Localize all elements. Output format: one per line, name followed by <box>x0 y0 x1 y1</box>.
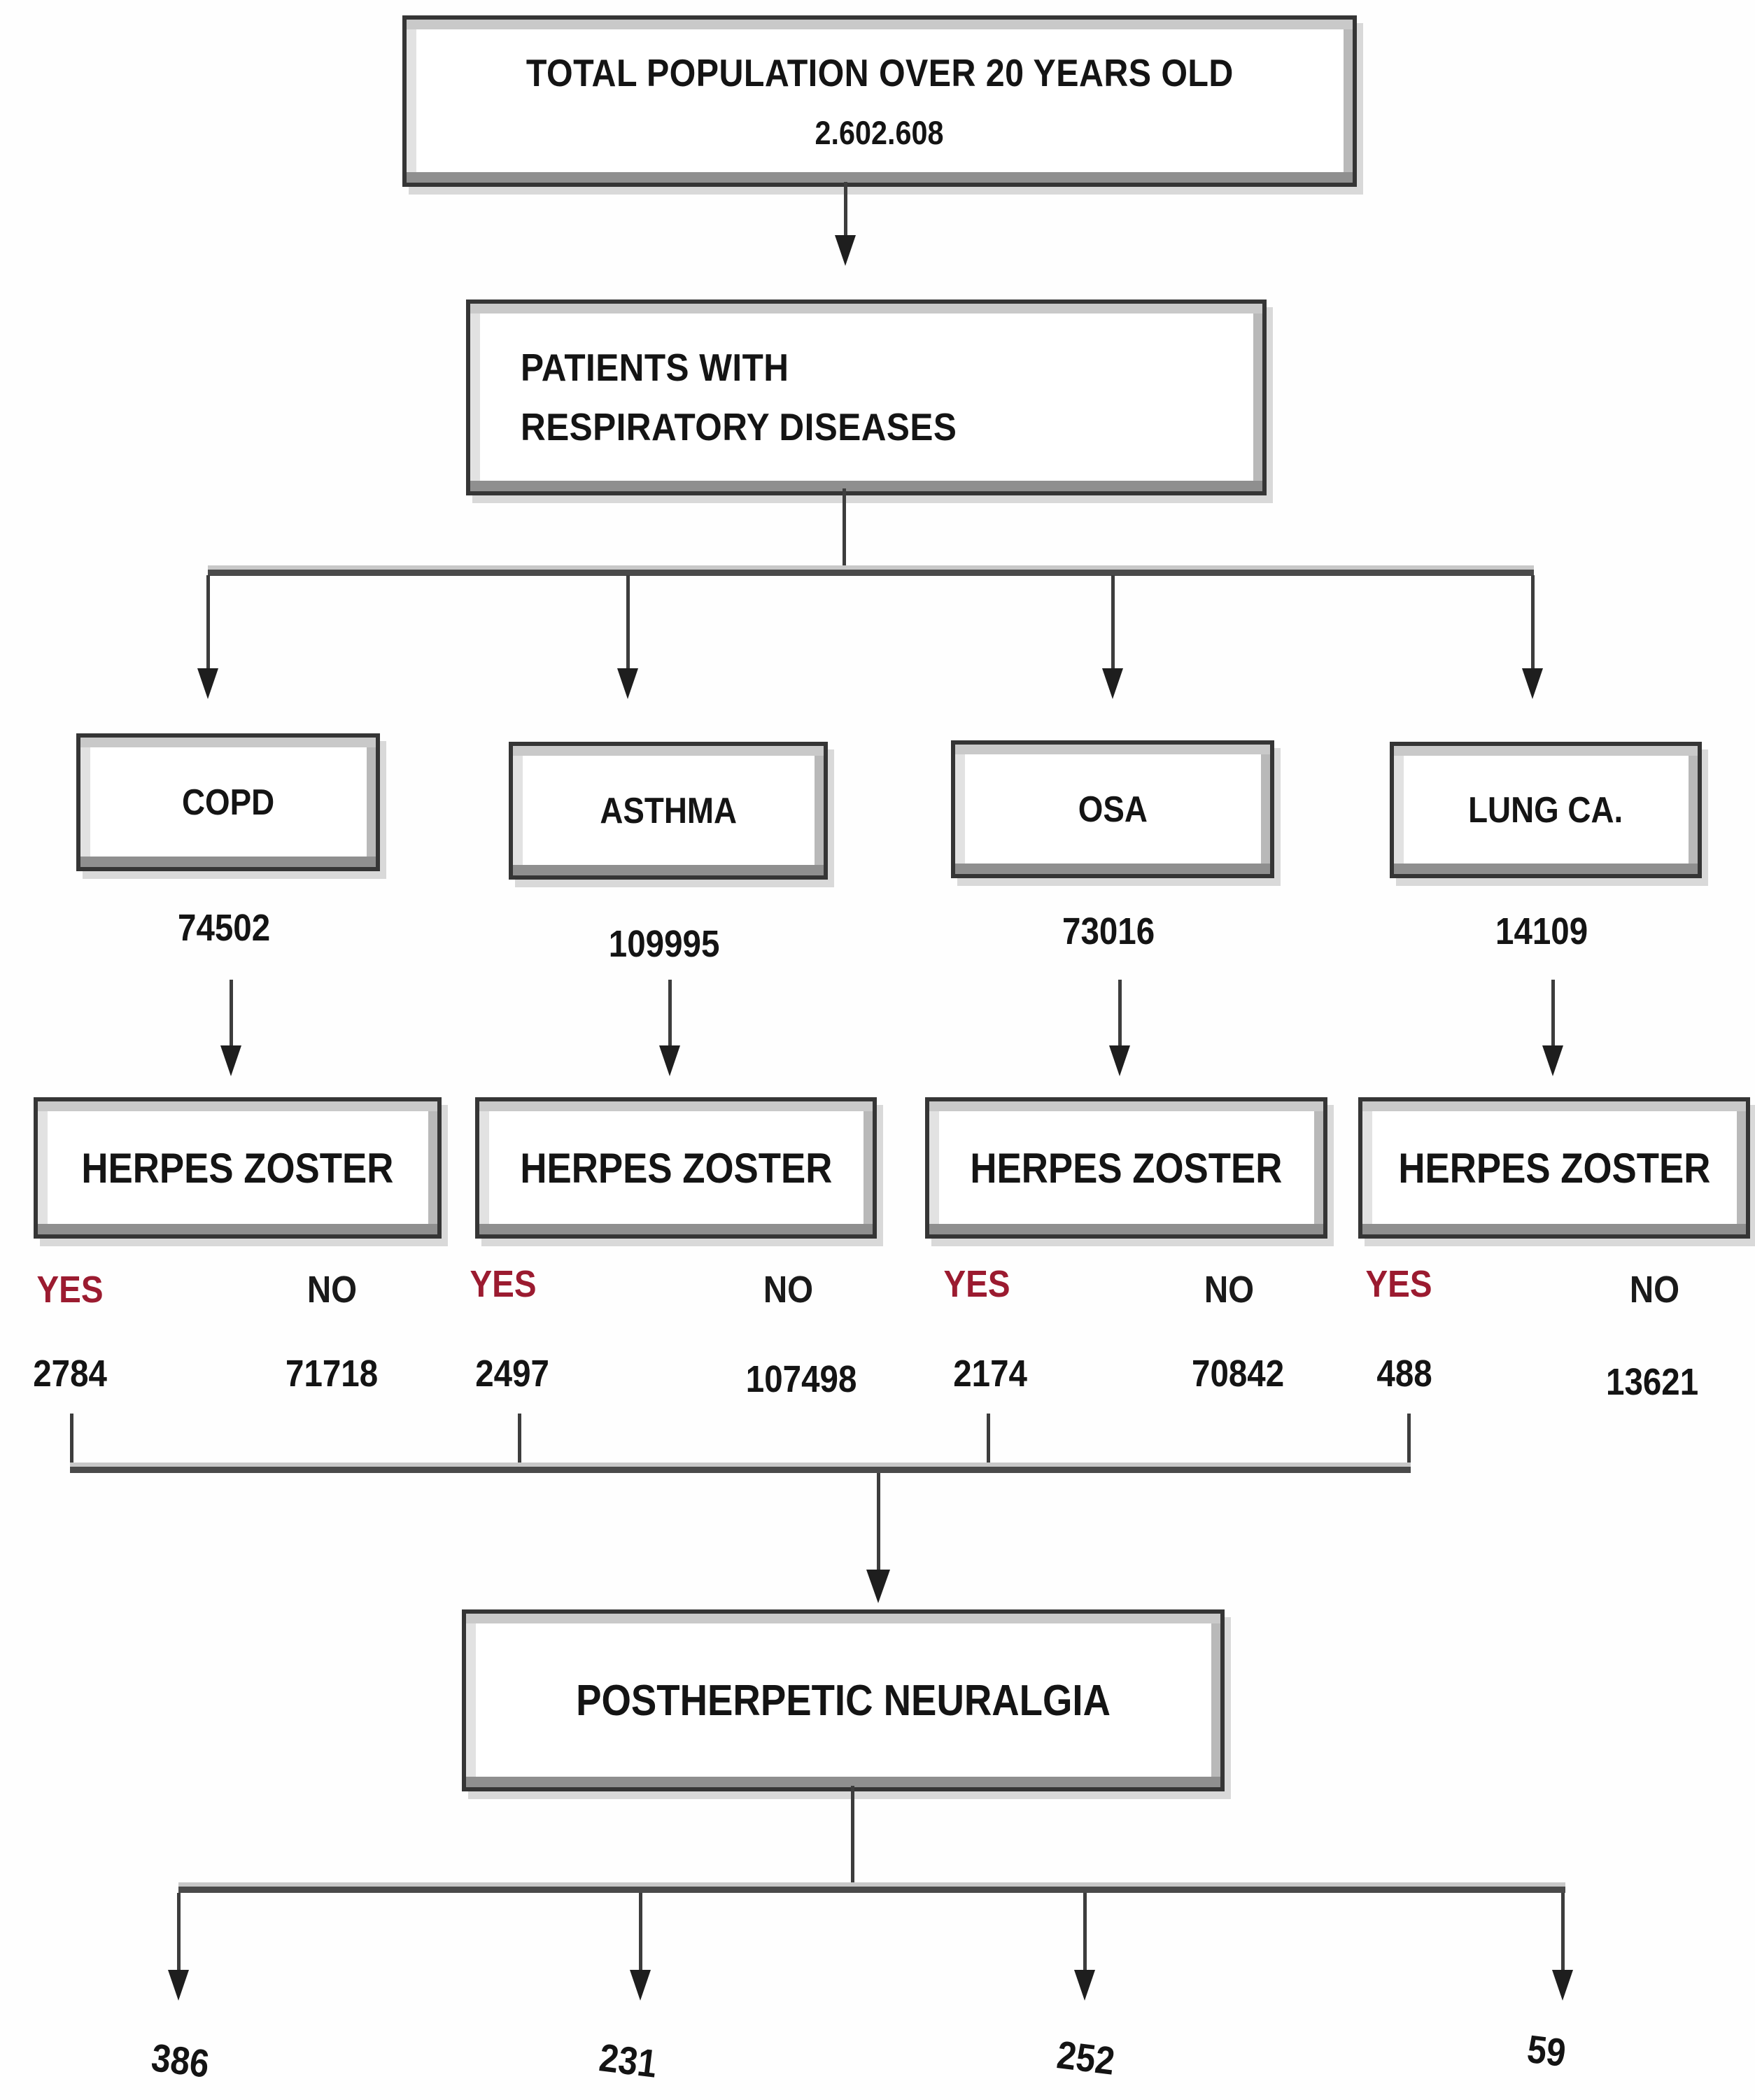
disease-box-asthma: ASTHMA <box>509 742 828 880</box>
hz-yes-label-osa: YES <box>943 1263 1010 1305</box>
herpes-zoster-box-copd: HERPES ZOSTER <box>34 1097 442 1239</box>
connector-converge-stem <box>877 1473 880 1571</box>
disease-label-asthma: ASTHMA <box>600 790 737 831</box>
disease-total-copd: 74502 <box>177 907 271 949</box>
hz-no-label-copd: NO <box>306 1269 357 1311</box>
hz-yes-label-asthma: YES <box>470 1263 537 1305</box>
arrowhead-icon <box>1522 668 1543 699</box>
connector-yes-osa-down <box>987 1414 990 1468</box>
arrowhead-icon <box>630 1970 651 2001</box>
total-population-value: 2.602.608 <box>815 114 945 151</box>
connector-outcome-copd <box>177 1893 181 1971</box>
disease-box-copd: COPD <box>76 733 380 871</box>
connector-yes-asthma-down <box>518 1414 521 1468</box>
herpes-zoster-label: HERPES ZOSTER <box>520 1144 832 1192</box>
connector-total-to-patients <box>844 182 847 237</box>
hz-no-count-lungca: 13621 <box>1605 1361 1699 1403</box>
total-population-content: TOTAL POPULATION OVER 20 YEARS OLD 2.602… <box>478 50 1282 152</box>
total-population-box: TOTAL POPULATION OVER 20 YEARS OLD 2.602… <box>402 15 1357 187</box>
connector-asthma-to-hz <box>668 980 672 1047</box>
connector-yes-lungca-down <box>1407 1414 1411 1468</box>
herpes-zoster-box-osa: HERPES ZOSTER <box>925 1097 1327 1239</box>
connector-outcomes-branch-line <box>178 1887 1565 1893</box>
hz-yes-count-osa: 2174 <box>953 1353 1027 1395</box>
connector-outcome-asthma <box>639 1893 642 1971</box>
arrowhead-icon <box>617 668 638 699</box>
hz-yes-label-copd: YES <box>36 1269 104 1311</box>
arrowhead-icon <box>866 1570 890 1603</box>
arrowhead-icon <box>220 1045 241 1076</box>
herpes-zoster-label: HERPES ZOSTER <box>970 1144 1283 1192</box>
arrowhead-icon <box>1542 1045 1563 1076</box>
disease-box-lungca: LUNG CA. <box>1390 742 1702 878</box>
hz-no-count-copd: 71718 <box>285 1353 379 1395</box>
connector-diseases-branch-line <box>208 570 1534 576</box>
herpes-zoster-label: HERPES ZOSTER <box>1398 1144 1710 1192</box>
respiratory-patients-label: PATIENTS WITH RESPIRATORY DISEASES <box>521 345 957 449</box>
connector-branch-lungca <box>1531 575 1535 670</box>
connector-branch-osa <box>1111 575 1115 670</box>
arrowhead-icon <box>1102 668 1123 699</box>
respiratory-patients-box: PATIENTS WITH RESPIRATORY DISEASES <box>466 300 1267 495</box>
disease-total-lungca: 14109 <box>1495 910 1588 952</box>
disease-label-lungca: LUNG CA. <box>1468 789 1623 831</box>
hz-yes-count-asthma: 2497 <box>475 1353 549 1395</box>
herpes-zoster-label: HERPES ZOSTER <box>81 1144 394 1192</box>
arrowhead-icon <box>197 668 218 699</box>
phn-count-copd: 386 <box>149 2035 212 2086</box>
hz-no-label-osa: NO <box>1204 1269 1254 1311</box>
connector-phn-stem <box>851 1786 854 1888</box>
phn-count-asthma: 231 <box>597 2035 660 2086</box>
connector-copd-to-hz <box>230 980 233 1047</box>
connector-outcome-osa <box>1083 1893 1087 1971</box>
hz-yes-count-lungca: 488 <box>1376 1353 1432 1395</box>
hz-yes-label-lungca: YES <box>1365 1263 1432 1305</box>
disease-box-osa: OSA <box>951 740 1274 878</box>
hz-yes-count-copd: 2784 <box>33 1353 107 1395</box>
hz-no-label-asthma: NO <box>763 1269 813 1311</box>
connector-lungca-to-hz <box>1551 980 1555 1047</box>
connector-osa-to-hz <box>1118 980 1122 1047</box>
arrowhead-icon <box>1074 1970 1095 2001</box>
disease-total-osa: 73016 <box>1062 910 1155 952</box>
connector-converge-line <box>70 1467 1411 1473</box>
hz-no-count-osa: 70842 <box>1191 1353 1285 1395</box>
connector-outcome-lungca <box>1561 1893 1565 1971</box>
arrowhead-icon <box>1552 1970 1573 2001</box>
arrowhead-icon <box>659 1045 680 1076</box>
total-population-label: TOTAL POPULATION OVER 20 YEARS OLD <box>526 51 1234 94</box>
postherpetic-neuralgia-label: POSTHERPETIC NEURALGIA <box>576 1676 1111 1725</box>
herpes-zoster-box-lungca: HERPES ZOSTER <box>1358 1097 1750 1239</box>
disease-total-asthma: 109995 <box>608 923 720 965</box>
connector-branch-copd <box>206 575 210 670</box>
phn-count-lungca: 59 <box>1524 2026 1569 2076</box>
connector-branch-asthma <box>626 575 630 670</box>
arrowhead-icon <box>835 235 856 266</box>
herpes-zoster-box-asthma: HERPES ZOSTER <box>475 1097 877 1239</box>
postherpetic-neuralgia-box: POSTHERPETIC NEURALGIA <box>462 1609 1225 1791</box>
phn-count-osa: 252 <box>1055 2032 1118 2083</box>
connector-patients-stem <box>843 488 846 571</box>
arrowhead-icon <box>1109 1045 1130 1076</box>
hz-no-count-asthma: 107498 <box>745 1358 857 1400</box>
disease-label-copd: COPD <box>181 782 275 823</box>
disease-label-osa: OSA <box>1078 789 1148 830</box>
arrowhead-icon <box>168 1970 189 2001</box>
connector-yes-copd-down <box>70 1414 73 1468</box>
hz-no-label-lungca: NO <box>1629 1269 1679 1311</box>
